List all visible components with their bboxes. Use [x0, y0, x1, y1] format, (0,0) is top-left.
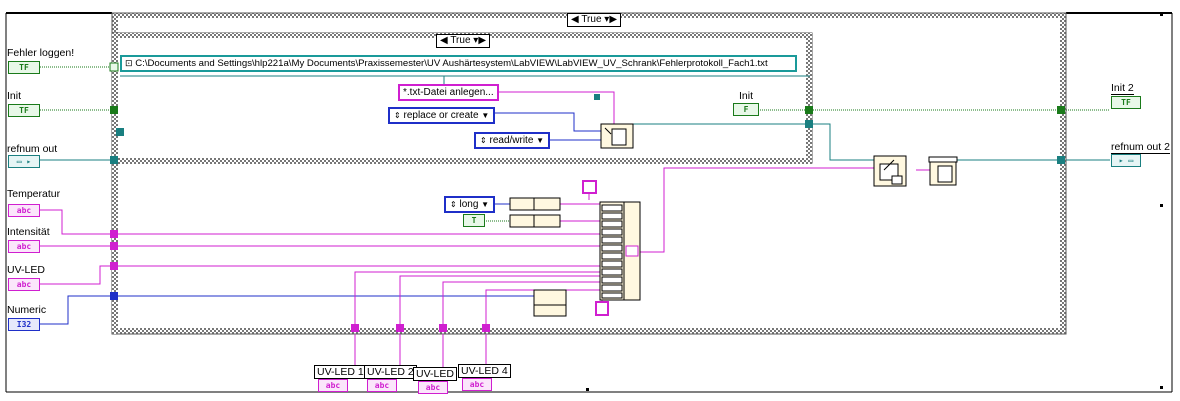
- fehler-loggen-label: Fehler loggen!: [7, 47, 75, 59]
- dropdown-arrow-icon[interactable]: ▾▶: [473, 35, 487, 46]
- tab-constant[interactable]: [595, 301, 609, 316]
- ring-increment-icon: ⇕: [394, 111, 401, 120]
- temperatur-terminal[interactable]: abc: [8, 204, 40, 217]
- concatenate-input-rows: [601, 204, 623, 299]
- uv-led-3-label: UV-LED 3: [413, 367, 457, 381]
- init-2-label: Init 2: [1111, 82, 1134, 95]
- ring-increment-icon: ⇕: [450, 200, 457, 209]
- uv-led-1-terminal[interactable]: abc: [318, 379, 348, 392]
- dropdown-arrow-icon: ▼: [481, 200, 490, 209]
- access-ring-constant[interactable]: ⇕ read/write ▼: [474, 132, 551, 149]
- refnum-wires: [40, 75, 1110, 161]
- uv-led-2-label: UV-LED 2: [364, 365, 417, 379]
- intensitaet-terminal[interactable]: abc: [8, 240, 40, 253]
- format-number-node[interactable]: [509, 197, 561, 211]
- init-2-terminal: TF: [1111, 96, 1141, 109]
- uv-led-terminal[interactable]: abc: [8, 278, 40, 291]
- uv-led-1-label: UV-LED 1: [314, 365, 367, 379]
- close-file-node[interactable]: [928, 156, 958, 186]
- integer-wires: [40, 112, 601, 325]
- number-to-string-node[interactable]: [533, 289, 567, 317]
- intensitaet-label: Intensität: [7, 226, 50, 238]
- dropdown-arrow-icon[interactable]: ▾▶: [604, 14, 618, 25]
- decrement-arrow-icon[interactable]: ◀: [440, 35, 448, 46]
- refnum-out-terminal[interactable]: ▭ ▸: [8, 155, 40, 168]
- uv-led-4-label: UV-LED 4: [458, 364, 511, 378]
- ring-increment-icon: ⇕: [480, 136, 487, 145]
- boolean-wires: [40, 66, 1110, 222]
- function-ring-constant[interactable]: ⇕ replace or create ▼: [388, 107, 496, 124]
- dropdown-arrow-icon: ▼: [481, 111, 490, 120]
- refnum-out-2-terminal: ▸ ▭: [1111, 154, 1141, 167]
- init-local-label: Init: [739, 90, 754, 102]
- uv-led-4-terminal[interactable]: abc: [462, 378, 492, 391]
- format-date-node[interactable]: [509, 214, 561, 228]
- decrement-arrow-icon[interactable]: ◀: [571, 14, 579, 25]
- refnum-out-label: refnum out: [7, 143, 58, 155]
- uv-led-2-terminal[interactable]: abc: [367, 379, 397, 392]
- end-of-line-constant[interactable]: [582, 180, 597, 194]
- uv-led-3-terminal[interactable]: abc: [418, 381, 448, 394]
- path-icon: ⊡: [125, 58, 133, 68]
- tunnels: [109, 62, 1065, 332]
- refnum-out-2-label: refnum out 2: [1111, 141, 1170, 154]
- uv-led-label: UV-LED: [7, 264, 45, 276]
- outer-case-selector[interactable]: ◀ True ▾▶: [567, 13, 622, 27]
- inner-case-selector[interactable]: ◀ True ▾▶: [436, 34, 491, 48]
- boolean-true-constant[interactable]: T: [463, 214, 485, 227]
- numeric-terminal[interactable]: I32: [8, 318, 40, 331]
- fehler-loggen-terminal[interactable]: TF: [8, 61, 40, 74]
- file-path-constant[interactable]: ⊡ C:\Documents and Settings\hlp221a\My D…: [120, 55, 797, 72]
- prompt-wire-junction: [594, 94, 600, 100]
- dropdown-arrow-icon: ▼: [536, 136, 545, 145]
- prompt-string-constant[interactable]: *.txt-Datei anlegen...: [398, 84, 499, 101]
- long-ring-constant[interactable]: ⇕ long ▼: [444, 196, 496, 213]
- numeric-label: Numeric: [7, 304, 47, 316]
- open-create-file-node[interactable]: [600, 123, 634, 149]
- temperatur-label: Temperatur: [7, 188, 61, 200]
- init-terminal[interactable]: TF: [8, 104, 40, 117]
- init-label: Init: [7, 90, 22, 102]
- init-local-variable[interactable]: F: [733, 103, 759, 116]
- write-file-node[interactable]: [873, 155, 907, 187]
